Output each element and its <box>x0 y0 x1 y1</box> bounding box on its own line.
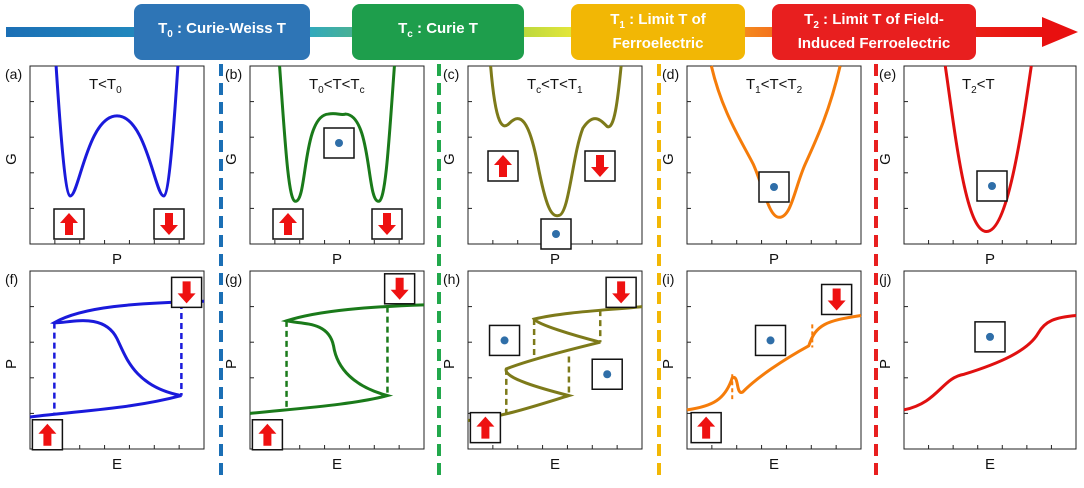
panel-label: (i) <box>662 271 674 287</box>
panel-frame <box>903 65 1077 245</box>
down-arrow-icon <box>390 277 409 300</box>
panel-label: (j) <box>879 271 891 287</box>
condition-label: Tc<T<T1 <box>527 76 583 96</box>
dot-icon <box>500 336 509 345</box>
dot-icon <box>603 370 612 379</box>
dot-icon <box>770 183 778 191</box>
axis-label-e: E <box>550 456 560 473</box>
panel-frame <box>467 270 643 450</box>
axis-label-p: P <box>332 251 342 268</box>
dot-icon <box>988 182 996 190</box>
axis-label-g: G <box>660 153 677 165</box>
axis-label-p: P <box>985 251 995 268</box>
condition-label: T1<T<T2 <box>746 76 803 96</box>
banner-curie-weiss: T0 : Curie-Weiss T <box>134 4 310 60</box>
banner-limit-ferroelectric: T1 : Limit T of Ferroelectric <box>571 4 745 60</box>
panel-frame <box>29 270 205 450</box>
down-arrow-icon <box>612 281 631 304</box>
dot-icon <box>986 332 994 341</box>
axis-label-p: P <box>3 359 20 369</box>
banner-text: Tc : Curie T <box>398 20 478 40</box>
condition-label: T<T0 <box>89 76 122 96</box>
up-arrow-icon <box>258 423 277 446</box>
axis-label-g: G <box>877 153 894 165</box>
axis-label-g: G <box>441 153 458 165</box>
paraelectric-box <box>754 324 787 357</box>
panel-frame <box>686 65 862 245</box>
panel-label: (f) <box>5 271 18 287</box>
banner-curie: Tc : Curie T <box>352 4 524 60</box>
panel-label: (b) <box>225 66 242 82</box>
down-arrow-icon <box>827 288 846 311</box>
polarization-curve <box>903 314 1077 412</box>
dot-icon <box>552 230 560 238</box>
panel-frame <box>249 65 425 245</box>
panel-label: (e) <box>879 66 896 82</box>
arrow-head <box>1042 17 1078 47</box>
condition-label: T2<T <box>962 76 995 96</box>
panel-frame <box>903 270 1077 450</box>
axis-label-p: P <box>550 251 560 268</box>
panel-label: (c) <box>443 66 459 82</box>
axis-label-p: P <box>112 251 122 268</box>
panel-a: (a) T<T0G P (f) P E <box>3 65 205 473</box>
free-energy-curve <box>54 65 180 198</box>
panel-b: (b) T0<T<TcG P (g) P E <box>223 65 425 473</box>
banner-limit-field-induced: T2 : Limit T of Field-Induced Ferroelect… <box>772 4 976 60</box>
down-arrow-icon <box>591 155 609 177</box>
down-arrow-icon <box>160 213 178 235</box>
panel-label: (g) <box>225 271 242 287</box>
panel-d: (d) T1<T<T2G P (i) P E <box>660 65 862 473</box>
panel-frame <box>249 270 425 450</box>
axis-label-p: P <box>877 359 894 369</box>
up-arrow-icon <box>279 213 297 235</box>
free-energy-curve <box>489 65 623 218</box>
banner-text: T2 : Limit T of Field-Induced Ferroelect… <box>797 11 951 52</box>
panel-e: (e) T2<T G P (j) P E <box>877 65 1077 473</box>
free-energy-curve <box>278 65 396 203</box>
up-arrow-icon <box>60 213 78 235</box>
axis-label-e: E <box>112 456 122 473</box>
hysteresis-curve <box>29 299 205 419</box>
up-arrow-icon <box>476 416 495 439</box>
up-arrow-icon <box>38 423 57 446</box>
axis-label-p: P <box>223 359 240 369</box>
hysteresis-curve <box>467 305 643 423</box>
paraelectric-box <box>540 218 572 250</box>
dot-icon <box>335 139 343 147</box>
down-arrow-icon <box>378 213 396 235</box>
up-arrow-icon <box>697 416 716 439</box>
condition-label: T0<T<Tc <box>309 76 365 96</box>
panel-label: (h) <box>443 271 460 287</box>
axis-label-e: E <box>769 456 779 473</box>
panel-label: (d) <box>662 66 679 82</box>
up-arrow-icon <box>494 155 512 177</box>
temperature-gradient-bar <box>6 27 1046 37</box>
hysteresis-curve <box>249 303 425 415</box>
banner-text: T1 : Limit T of Ferroelectric <box>610 11 706 52</box>
polarization-curve <box>686 314 862 412</box>
axis-label-e: E <box>985 456 995 473</box>
panel-label: (a) <box>5 66 22 82</box>
free-energy-curve <box>943 65 1033 234</box>
axis-label-e: E <box>332 456 342 473</box>
panel-frame <box>29 65 205 245</box>
axis-label-g: G <box>223 153 240 165</box>
temperature-axis-arrow <box>6 17 1078 47</box>
banner-text: T0 : Curie-Weiss T <box>158 20 286 40</box>
panel-c: (c) Tc<T<T1G P (h) P E <box>441 65 643 473</box>
down-arrow-icon <box>177 281 196 304</box>
axis-label-p: P <box>769 251 779 268</box>
dot-icon <box>766 336 775 345</box>
free-energy-curve <box>709 65 842 219</box>
axis-label-g: G <box>3 153 20 165</box>
axis-label-p: P <box>441 359 458 369</box>
axis-label-p: P <box>660 359 677 369</box>
panel-frame <box>686 270 862 450</box>
